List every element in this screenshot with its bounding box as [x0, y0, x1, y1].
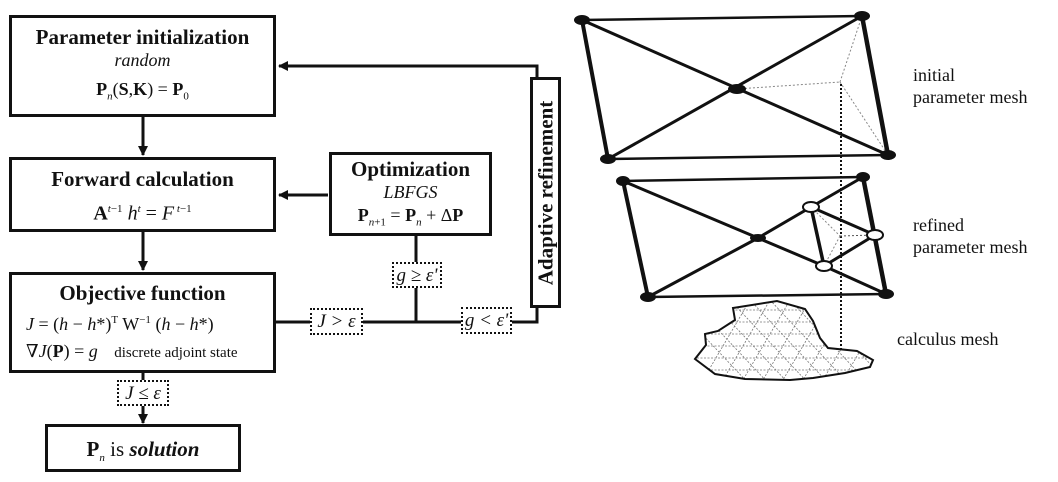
refined-parameter-mesh [616, 172, 894, 302]
calculus-mesh-label-line1: calculus mesh [897, 329, 999, 349]
parameter-initialization-subtitle: random [114, 50, 171, 70]
parameter-initialization-box: Parameter initialization random Pn(S,K) … [9, 15, 276, 117]
parameter-initialization-equation: Pn(S,K) = P0 [96, 79, 189, 103]
mesh-node [750, 234, 766, 242]
objective-function-equation: J = (h − h*)T W−1 (h − h*) [26, 314, 214, 334]
mesh-node [640, 292, 656, 302]
forward-calculation-equation: At−1 ht = F t−1 [93, 202, 192, 225]
adjoint-state-note: discrete adjoint state [114, 345, 238, 361]
condition-j-gt-eps: J > ε [310, 308, 363, 335]
mesh-node [574, 15, 590, 25]
adaptive-refinement-box: Adaptive refinement [530, 77, 561, 308]
gradient-equation: ∇J(P) = g discrete adjoint state [26, 341, 238, 361]
initial-mesh-label-line2: parameter mesh [913, 87, 1028, 107]
initial-mesh-label-line1: initial [913, 65, 955, 85]
mesh-node [880, 150, 896, 160]
mesh-node [856, 172, 870, 182]
calculus-mesh-label: calculus mesh [897, 328, 998, 350]
calculus-mesh [693, 299, 875, 382]
parameter-initialization-title: Parameter initialization [35, 25, 250, 49]
objective-function-title: Objective function [59, 281, 226, 305]
line-junction-to-adaptive [416, 307, 539, 324]
refined-mesh-label-line1: refined [913, 215, 964, 235]
solution-box: Pn is solution [45, 424, 241, 472]
forward-calculation-box: Forward calculation At−1 ht = F t−1 [9, 157, 276, 232]
forward-calculation-title: Forward calculation [51, 167, 234, 191]
refined-mesh-node [815, 260, 833, 272]
mesh-node [854, 11, 870, 21]
mesh-node [616, 176, 630, 186]
mesh-node [878, 289, 894, 299]
initial-parameter-mesh [574, 11, 896, 164]
solution-text: Pn is solution [86, 437, 200, 465]
objective-function-box: Objective function J = (h − h*)T W−1 (h … [9, 272, 276, 373]
initial-mesh-label: initial parameter mesh [913, 64, 1027, 108]
refined-mesh-label: refined parameter mesh [913, 214, 1027, 258]
arrow-adaptive-to-init [278, 61, 539, 82]
adaptive-refinement-label: Adaptive refinement [533, 100, 557, 285]
condition-g-lt-eps: g < ε' [461, 307, 512, 334]
mesh-node [728, 84, 746, 94]
optimization-title: Optimization [351, 157, 470, 181]
mesh-node [600, 154, 616, 164]
refined-mesh-node [866, 229, 884, 241]
condition-j-le-eps: J ≤ ε [117, 380, 169, 406]
optimization-equation: Pn+1 = Pn + ΔP [357, 205, 464, 229]
condition-g-ge-eps: g ≥ ε' [392, 262, 442, 288]
optimization-box: Optimization LBFGS Pn+1 = Pn + ΔP [329, 152, 492, 236]
refined-mesh-node [802, 201, 820, 213]
refined-mesh-label-line2: parameter mesh [913, 237, 1028, 257]
optimization-subtitle: LBFGS [383, 182, 438, 202]
